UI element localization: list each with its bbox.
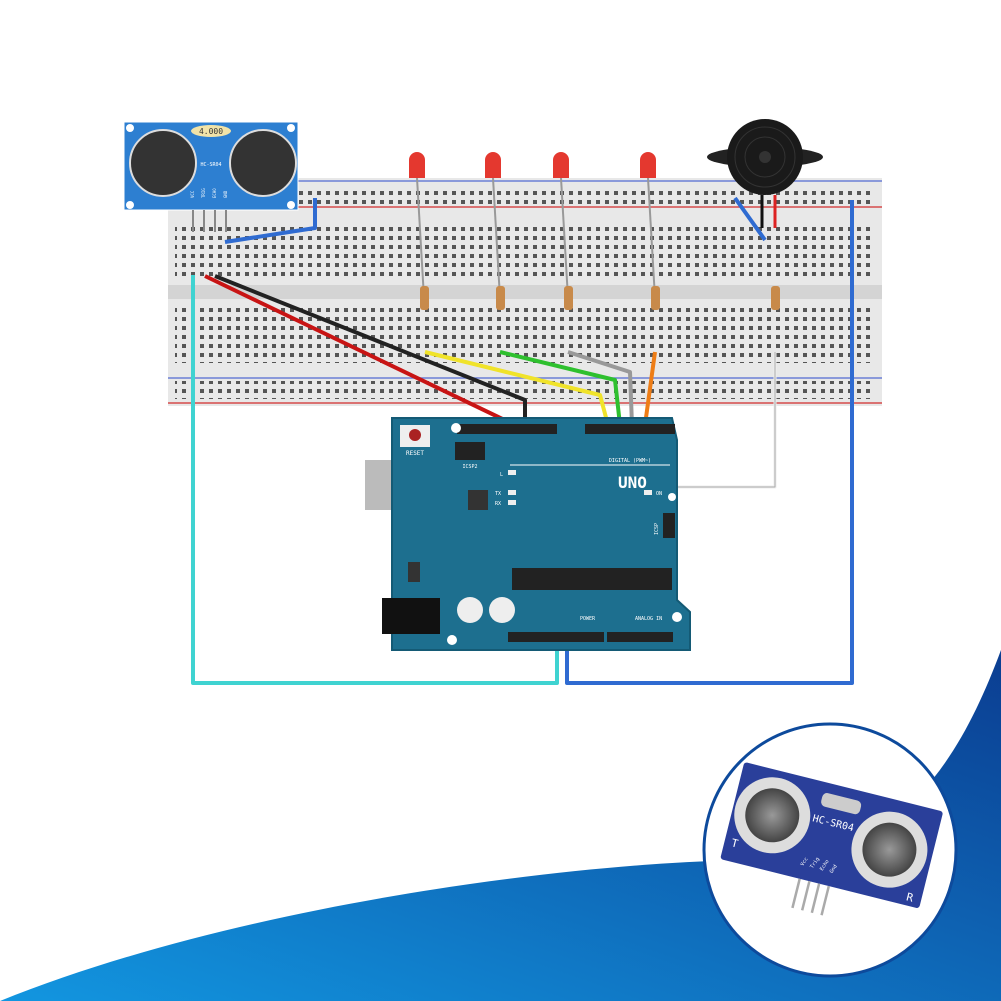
icsp2-label: ICSP2 [462, 464, 477, 470]
led-tx-label: TX [495, 491, 501, 497]
mounting-hole [451, 423, 461, 433]
wire-grey [567, 350, 634, 426]
red-led-2 [485, 152, 501, 299]
wire-red [204, 274, 516, 427]
photo-pin-echo: Echo [819, 859, 831, 872]
photo-pin-vcc: Vcc [800, 856, 810, 867]
resistor [564, 286, 573, 310]
power-label: POWER [580, 616, 596, 622]
photo-label-t: T [730, 836, 740, 850]
icsp-label: ICSP [654, 523, 660, 535]
pin-label-trig: TRIG [201, 188, 206, 198]
pin-label-echo: ECHO [212, 188, 217, 198]
sensor-model-label: HC-SR04 [200, 162, 221, 168]
mounting-hole [447, 635, 457, 645]
led-group [409, 152, 656, 299]
wire-blue-power [565, 200, 854, 685]
piezo-buzzer [707, 119, 823, 228]
led-l-label: L [500, 472, 503, 478]
sensor-display: 4.000 [199, 127, 223, 136]
sensor-photo-inset: HC-SR04 T R Vcc Trig Echo Gnd [702, 722, 958, 978]
mounting-hole [668, 493, 676, 501]
ultrasonic-sensor: 4.000 HC-SR04 VCC TRIG ECHO GND [123, 121, 299, 232]
photo-pin-gnd: Gnd [829, 864, 839, 875]
digital-label: DIGITAL (PWM~) [609, 458, 651, 464]
led-rx-label: RX [495, 501, 501, 507]
analog-label: ANALOG IN [635, 616, 662, 622]
red-led-3 [553, 152, 569, 299]
resistors [420, 286, 780, 310]
resistor [651, 286, 660, 310]
wire-black [214, 274, 527, 425]
red-led-1 [409, 152, 425, 299]
photo-pin-trig: Trig [809, 856, 821, 869]
resistor [496, 286, 505, 310]
uno-logo: UNO [618, 473, 647, 492]
photo-label-r: R [905, 890, 915, 904]
mounting-hole [672, 612, 682, 622]
wire-green [499, 350, 622, 426]
pin-label-gnd: GND [223, 190, 228, 198]
wire-orange [643, 351, 657, 426]
red-led-4 [640, 152, 656, 299]
wire-blue-short [224, 198, 317, 244]
resistor [420, 286, 429, 310]
reset-label: RESET [406, 450, 424, 457]
wire-cyan-gnd [191, 275, 559, 685]
wire-yellow [424, 350, 610, 426]
led-on-label: ON [656, 491, 662, 497]
pin-label-vcc: VCC [190, 190, 195, 198]
arduino-uno: RESET ICSP2 DIGITAL (PWM~) L TX RX UNO I… [365, 417, 691, 651]
wire-blue-buzzer [733, 196, 767, 242]
resistor [771, 286, 780, 310]
